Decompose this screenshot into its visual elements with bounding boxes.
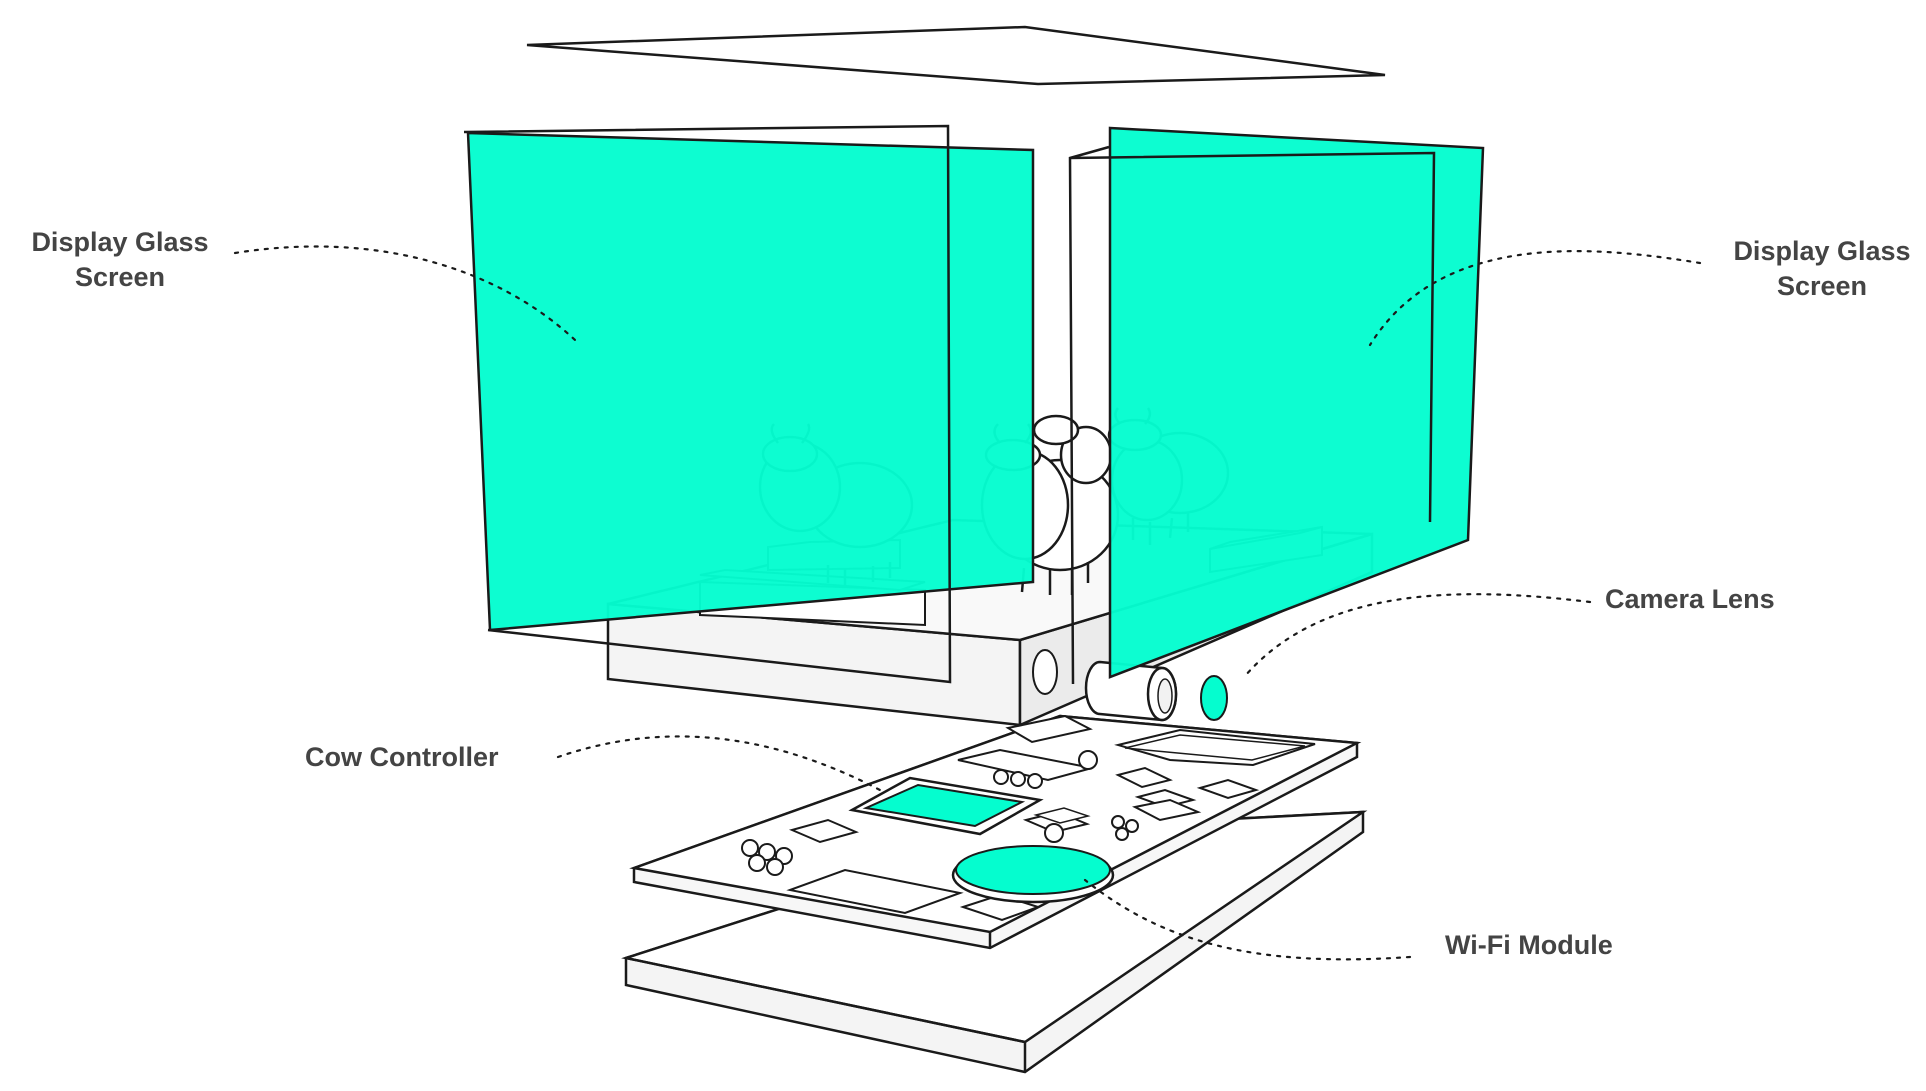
leader-cow-controller bbox=[556, 735, 882, 792]
label-wifi-module: Wi-Fi Module bbox=[1445, 930, 1613, 960]
right-display-glass bbox=[1068, 126, 1485, 685]
leader-lines bbox=[233, 245, 1702, 961]
label-left-display-glass: Display Glass Screen bbox=[20, 225, 220, 295]
wifi-module-disk bbox=[951, 845, 1115, 904]
camera-lens bbox=[1200, 675, 1228, 721]
label-camera-lens: Camera Lens bbox=[1605, 584, 1775, 614]
top-lid-plate bbox=[526, 25, 1386, 86]
label-right-display-glass: Display Glass Screen bbox=[1722, 234, 1922, 304]
leader-wifi bbox=[1083, 878, 1412, 961]
label-right-display-glass-line1: Display Glass bbox=[1733, 236, 1911, 266]
label-left-display-glass-line2: Screen bbox=[74, 262, 166, 292]
leader-left-glass bbox=[233, 245, 577, 342]
leader-right-glass bbox=[1368, 250, 1702, 347]
cow-controller-chip bbox=[848, 776, 1044, 836]
label-cow-controller: Cow Controller bbox=[305, 742, 499, 772]
left-display-glass bbox=[463, 124, 1035, 684]
label-right-display-glass-line2: Screen bbox=[1776, 271, 1868, 301]
label-left-display-glass-line1: Display Glass bbox=[31, 227, 209, 257]
leader-camera bbox=[1243, 593, 1592, 678]
housing-port-hole bbox=[1032, 649, 1058, 695]
camera-assembly bbox=[1084, 660, 1228, 722]
